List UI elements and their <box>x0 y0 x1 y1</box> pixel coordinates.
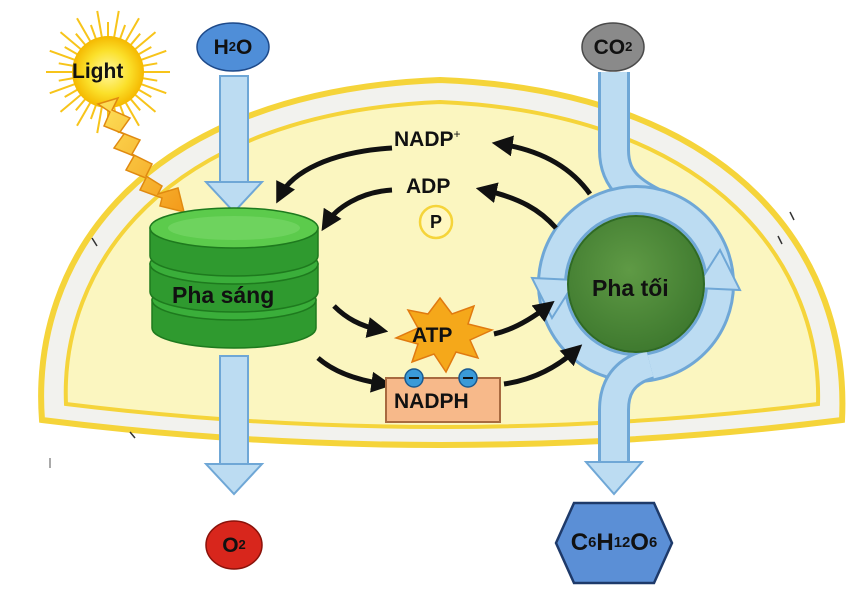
oxygen-flow-arrow <box>203 355 265 496</box>
electron-icon <box>404 368 424 388</box>
dark-phase-circle <box>567 215 705 353</box>
nadp-charge: + <box>453 127 461 141</box>
electron-icon <box>458 368 478 388</box>
adp-label: ADP <box>406 175 451 198</box>
atp-in-arrow <box>332 304 389 338</box>
thylakoid-stack <box>149 207 319 349</box>
adp-return-arrow <box>321 187 393 232</box>
nadph-out-arrow <box>503 344 583 387</box>
sun-icon <box>46 10 170 134</box>
phosphate-label: P <box>429 212 442 232</box>
nadph-box <box>385 368 501 423</box>
light-phase-label: Pha sáng <box>172 282 275 308</box>
molecule-arrows <box>276 135 593 393</box>
adp-from-dark-arrow <box>475 182 558 230</box>
nadp-return-arrow <box>276 145 393 204</box>
dark-phase-label: Pha tối <box>592 275 669 301</box>
nadp-from-dark-arrow <box>491 135 593 196</box>
glucose-flow-arrow <box>583 348 656 496</box>
light-label: Light <box>72 60 124 83</box>
oxygen-badge <box>205 520 263 570</box>
nadp-label: NADP+ <box>394 127 461 151</box>
water-badge <box>196 22 270 72</box>
nadph-label: NADPH <box>394 390 469 413</box>
atp-label: ATP <box>412 324 453 347</box>
atp-out-arrow <box>493 300 555 337</box>
light-wave-arrow <box>96 96 186 214</box>
phosphate-badge <box>418 204 454 240</box>
glucose-hexagon <box>554 501 674 585</box>
atp-burst <box>393 296 495 374</box>
water-flow-arrow <box>203 75 265 214</box>
nadph-in-arrow <box>316 356 393 393</box>
co2-badge <box>581 22 645 72</box>
